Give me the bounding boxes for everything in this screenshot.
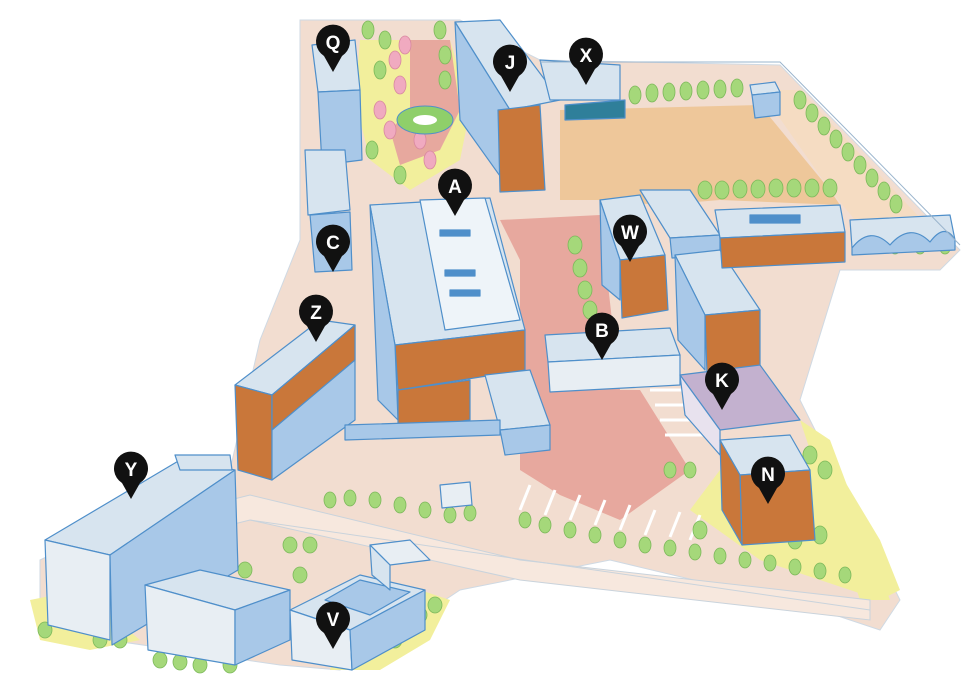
pond-center <box>413 115 437 125</box>
marker-pin-icon <box>493 44 527 92</box>
map-markers: A B C J K N Q V W X Y Z <box>114 24 785 649</box>
garden-path <box>390 40 460 165</box>
marker-label: K <box>715 371 729 392</box>
marker-label: Z <box>310 303 322 324</box>
building-z <box>234 319 356 481</box>
buildings <box>44 19 956 671</box>
marker-pin-icon <box>316 601 350 649</box>
marker-pin-icon <box>316 224 350 272</box>
marker-x[interactable]: X <box>568 37 603 85</box>
marker-label: W <box>621 223 639 244</box>
marker-q[interactable]: Q <box>316 24 350 73</box>
building-y <box>44 454 239 646</box>
field-pavilion <box>749 81 781 119</box>
marker-y[interactable]: Y <box>114 451 149 499</box>
building-southwest <box>144 569 291 666</box>
marker-j[interactable]: J <box>493 44 527 92</box>
marker-label: B <box>595 321 609 342</box>
marker-w[interactable]: W <box>613 214 647 262</box>
field-fence <box>540 61 961 246</box>
marker-n[interactable]: N <box>751 456 785 504</box>
building-connector <box>484 369 551 456</box>
marker-pin-icon <box>299 294 333 342</box>
parking-lot <box>518 388 715 541</box>
marker-label: A <box>448 177 462 198</box>
marker-pin-icon <box>613 214 647 262</box>
building-n <box>719 434 816 546</box>
marker-pin-icon <box>751 456 785 504</box>
building-j <box>454 19 626 193</box>
guard-house <box>439 481 473 509</box>
cherry-trees <box>373 35 437 170</box>
marker-label: Y <box>125 460 138 481</box>
marker-label: N <box>761 465 775 486</box>
marker-pin-icon <box>585 312 620 360</box>
building-b <box>544 327 681 393</box>
trees <box>37 20 952 674</box>
road-line <box>249 519 871 611</box>
marker-pin-icon <box>704 362 739 410</box>
greenhouses <box>849 214 956 256</box>
building-w <box>599 189 761 376</box>
marker-label: V <box>327 610 340 631</box>
building-east <box>714 204 846 269</box>
marker-pin-icon <box>316 24 350 73</box>
marker-z[interactable]: Z <box>299 294 333 342</box>
marker-label: C <box>326 233 340 254</box>
marker-b[interactable]: B <box>585 312 620 360</box>
skybridge <box>344 419 501 441</box>
marker-a[interactable]: A <box>438 168 473 216</box>
marker-label: X <box>580 46 593 67</box>
marker-k[interactable]: K <box>704 362 739 410</box>
marker-label: J <box>505 53 516 74</box>
sports-field <box>560 105 840 205</box>
marker-c[interactable]: C <box>316 224 350 272</box>
marker-pin-icon <box>438 168 473 216</box>
building-v <box>289 539 431 671</box>
marker-label: Q <box>326 33 341 54</box>
marker-pin-icon <box>568 37 603 85</box>
marker-pin-icon <box>114 451 149 499</box>
marker-v[interactable]: V <box>316 601 350 649</box>
